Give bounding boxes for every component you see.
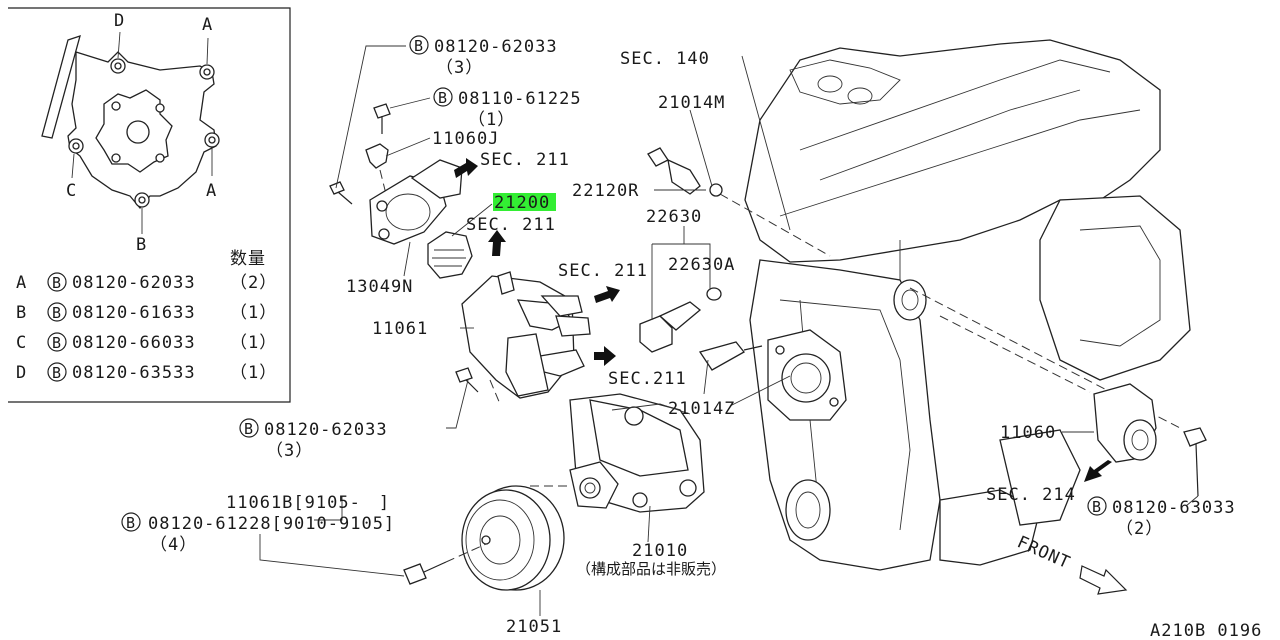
callout-outlet-bolt: B 08120-63033 （2） (1087, 496, 1236, 539)
bolt-symbol-letter: B (52, 334, 61, 352)
inset-row-part: 08120-63533 (72, 363, 196, 383)
inset-row-qty: （1） (230, 363, 277, 383)
quantity-label: （3） (266, 441, 313, 461)
sec211-label-a: SEC. 211 (480, 150, 570, 170)
bolt-symbol-icon (47, 272, 67, 292)
bolt-symbol-letter: B (52, 274, 61, 292)
pulley-drawing (403, 485, 565, 591)
bolt-symbol-letter: B (126, 514, 135, 532)
inset-marker-a-top: A (202, 15, 213, 35)
pump-part-label: 21010 (632, 541, 688, 561)
bolt-symbol-icon (47, 332, 67, 352)
inset-row-a: A B 08120-62033 （2） (16, 272, 277, 293)
inset-row-key: C (16, 333, 27, 353)
pulley-part-label: 21051 (506, 617, 562, 637)
outlet-part-label: 11060 (1000, 423, 1056, 443)
callout-lower-bolt: B 08120-62033 （3） (239, 418, 388, 461)
part-number-label: 08120-61228[9010-9105] (148, 514, 395, 534)
bolt-symbol-letter: B (52, 304, 61, 322)
inset-row-b: B B 08120-61633 （1） (16, 302, 277, 323)
inset-row-key: A (16, 273, 27, 293)
water-outlet-drawing (1093, 383, 1207, 497)
inset-row-part: 08120-66033 (72, 333, 196, 353)
inset-row-qty: （1） (230, 303, 277, 323)
inset-row-part: 08120-62033 (72, 273, 196, 293)
thermostat-housing-drawing (329, 103, 591, 405)
quantity-label: （2） (1116, 519, 1163, 539)
bolt-symbol-icon (47, 362, 67, 382)
engine-block-drawing (719, 39, 1191, 571)
inset-panel: D A C A B 数量 A B 08120-62033 （2） B B 081… (8, 7, 291, 403)
bolt-symbol-icon (433, 87, 453, 107)
front-arrow-icon (1079, 565, 1128, 595)
sensor-m-part-label: 21014M (658, 93, 725, 113)
bolt-symbol-icon (409, 35, 429, 55)
inset-row-d: D B 08120-63533 （1） (16, 362, 277, 383)
inset-row-qty: （1） (230, 333, 277, 353)
switch-part-label: 22630 (646, 207, 702, 227)
highlight-marker (493, 193, 556, 211)
sec211-label-d: SEC.211 (608, 369, 687, 389)
bolt-symbol-letter: B (414, 37, 423, 55)
gasket-part-label: 13049N (346, 277, 413, 297)
bolt-symbol-letter: B (244, 420, 253, 438)
inset-pump-drawing (41, 31, 220, 234)
part-number-label: 08110-61225 (458, 89, 582, 109)
arrow-icon (594, 346, 616, 366)
inset-marker-a-right: A (206, 181, 217, 201)
arrow-icon (594, 286, 620, 303)
callout-thermostat: 21200 (493, 193, 556, 213)
inset-qty-header: 数量 (230, 249, 266, 269)
front-direction-label: FRONT (1014, 532, 1073, 573)
bolt-symbol-letter: B (438, 89, 447, 107)
part-number-label: 08120-62033 (264, 420, 388, 440)
sec214-label: SEC. 214 (986, 485, 1076, 505)
arrow-icon (454, 158, 478, 178)
quantity-label: （1） (468, 110, 515, 130)
bolt-symbol-icon (1087, 496, 1107, 516)
bolt-symbol-icon (239, 418, 259, 438)
bracket-part-label: 11060J (432, 129, 499, 149)
bolt-symbol-icon (47, 302, 67, 322)
pump-b-part-label: 11061B[9105- ] (226, 493, 390, 513)
sec211-label-b: SEC. 211 (466, 215, 556, 235)
inset-row-part: 08120-61633 (72, 303, 196, 323)
inset-row-key: B (16, 303, 27, 323)
arrow-icon (488, 230, 506, 256)
housing-part-label: 11061 (372, 319, 428, 339)
inset-row-qty: （2） (230, 273, 277, 293)
callout-pulley-bolt: B 08120-61228[9010-9105] （4） (121, 512, 395, 555)
part-number-label: 08120-62033 (434, 37, 558, 57)
oring-part-label: 22120R (572, 181, 639, 201)
sec211-label-c: SEC. 211 (558, 261, 648, 281)
callout-top-bolt: B 08120-62033 （3） (409, 35, 558, 78)
water-pump-drawing (530, 393, 705, 513)
inset-row-c: C B 08120-66033 （1） (16, 332, 277, 353)
flow-arrows (454, 158, 1128, 595)
thermostat-part-label: 21200 (494, 193, 550, 213)
arrow-icon (1084, 460, 1112, 482)
quantity-label: （3） (436, 58, 483, 78)
pump-note-label: （構成部品は非販売） (576, 560, 726, 578)
inset-marker-c: C (66, 181, 77, 201)
quantity-label: （4） (150, 535, 197, 555)
washer-part-label: 22630A (668, 255, 735, 275)
drawing-code-label: A210B 0196 (1150, 621, 1262, 640)
bolt-symbol-icon (121, 512, 141, 532)
bolt-symbol-letter: B (52, 364, 61, 382)
part-number-label: 08120-63033 (1112, 498, 1236, 518)
sensor-drawings (639, 147, 763, 371)
sec140-label: SEC. 140 (620, 49, 710, 69)
leader-lines (259, 45, 1199, 616)
inset-marker-d: D (114, 11, 125, 31)
inset-row-key: D (16, 363, 27, 383)
callout-bolt-61225: B 08110-61225 （1） (433, 87, 582, 130)
bolt-symbol-letter: B (1092, 498, 1101, 516)
sensor-z-part-label: 21014Z (668, 399, 735, 419)
inset-marker-b: B (136, 235, 147, 255)
